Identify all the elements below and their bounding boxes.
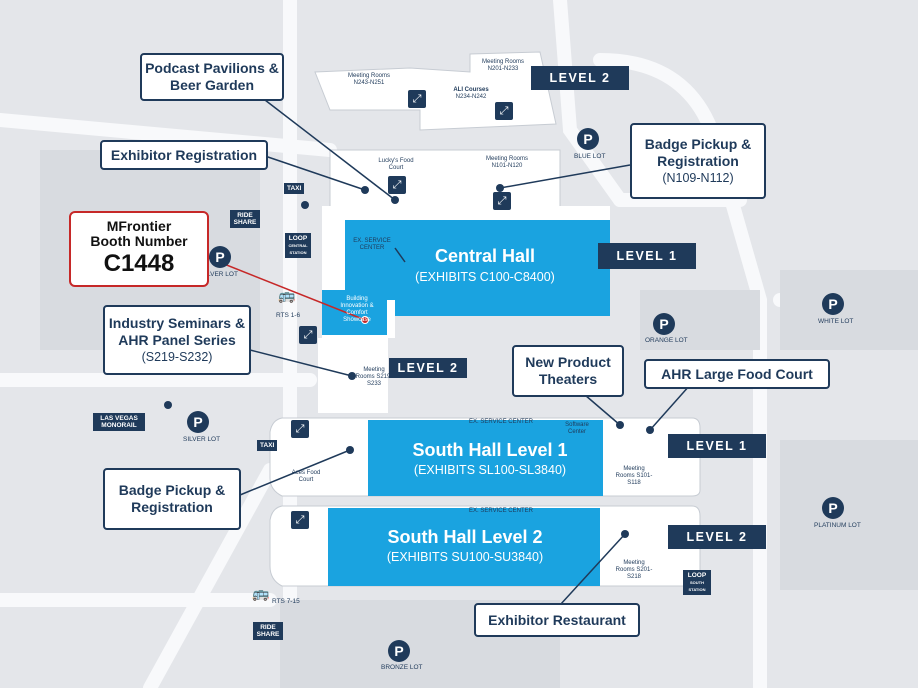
exhibitor-registration-title: Exhibitor Registration — [110, 146, 258, 163]
restaurant-title: Exhibitor Restaurant — [488, 611, 626, 628]
exhibitor-registration-callout: Exhibitor Registration — [100, 140, 268, 170]
escalator-icon: ⤢ — [388, 176, 406, 194]
booth-label: Booth Number — [90, 233, 188, 249]
south-hall-2 — [269, 505, 701, 587]
mr-n101-label: Meeting Rooms N101-N120 — [485, 156, 529, 169]
white-lot-label: WHITE LOT — [818, 318, 854, 325]
orange-lot-label: ORANGE LOT — [645, 337, 688, 344]
mr-s101-label: Meeting Rooms S101-S118 — [615, 466, 653, 486]
booth-marker — [361, 316, 369, 324]
podcast-callout: Podcast Pavilions & Beer Garden — [140, 53, 284, 101]
level-tag-west-2: LEVEL 2 — [389, 358, 467, 378]
industry-sub: (S219-S232) — [141, 349, 213, 364]
bus-icon-north: 🚌 — [278, 287, 296, 303]
south-hall-1-sub: (EXHIBITS SL100-SL3840) — [413, 463, 567, 477]
bronze-lot-label: BRONZE LOT — [381, 664, 423, 671]
monorail-sign: LAS VEGAS MONORAIL — [93, 413, 145, 431]
booth-pointer-line — [208, 257, 366, 321]
mr-s201-label: Meeting Rooms S201-S218 — [615, 560, 653, 580]
silver-south-label: SILVER LOT — [183, 436, 221, 443]
badge-south-callout: Badge Pickup & Registration — [103, 468, 241, 530]
podcast-title: Podcast Pavilions & Beer Garden — [145, 60, 279, 93]
restaurant-callout: Exhibitor Restaurant — [474, 603, 640, 637]
loop-south-station: SOUTH STATION — [688, 580, 706, 592]
south-hall-1 — [269, 417, 701, 497]
rts-north-label: RTS 1-6 — [276, 312, 301, 319]
ali-title: ALI Courses — [453, 87, 489, 93]
dots — [164, 184, 654, 538]
level-tag-south-1: LEVEL 1 — [668, 434, 766, 458]
escalator-icon: ⤢ — [495, 102, 513, 120]
silver-north-label: LVER LOT — [207, 271, 238, 278]
escalator-icon: ⤢ — [408, 90, 426, 108]
badge-north-sub: (N109-N112) — [662, 170, 734, 185]
software-label: Software Center — [565, 422, 589, 435]
booth-number: C1448 — [103, 250, 175, 277]
taxi-sign-south: TAXI — [257, 440, 278, 451]
new-product-callout: New Product Theaters — [512, 345, 624, 397]
parking-icon-silver-north: P — [209, 246, 231, 268]
parking-icon-platinum: P — [822, 497, 844, 519]
ride-share-sign-north: RIDE SHARE — [230, 210, 260, 228]
platinum-lot-label: PLATINUM LOT — [814, 522, 861, 529]
parking-icon-blue: P — [577, 128, 599, 150]
loop-south-title: LOOP — [687, 572, 707, 579]
level-tag-south-2: LEVEL 2 — [668, 525, 766, 549]
ali-rooms: N234-N242 — [455, 94, 487, 100]
food-court-title: AHR Large Food Court — [661, 365, 813, 382]
leader-lines — [239, 99, 691, 606]
luckys-label: Lucky's Food Court — [378, 158, 414, 171]
ex-service-central-label: EX. SERVICE CENTER — [353, 238, 391, 251]
escalator-icon: ⤢ — [493, 192, 511, 210]
south-hall-2-title: South Hall Level 2 — [387, 527, 543, 547]
blue-lot-label: BLUE LOT — [574, 153, 606, 160]
ex-service-s1-label: EX. SERVICE CENTER — [469, 419, 533, 425]
escalator-icon: ⤢ — [299, 326, 317, 344]
central-hall — [322, 206, 610, 338]
mr-s219-label: Meeting Rooms S219-S233 — [355, 367, 393, 387]
central-hall-title: Central Hall — [434, 246, 536, 266]
escalator-icon: ⤢ — [291, 420, 309, 438]
rts-south-label: RTS 7-15 — [272, 598, 300, 605]
industry-title: Industry Seminars & AHR Panel Series — [108, 314, 246, 348]
bus-icon-south: 🚌 — [252, 585, 270, 601]
level-tag-north-2: LEVEL 2 — [531, 66, 629, 90]
new-product-title: New Product Theaters — [525, 354, 611, 387]
south-hall-2-sub: (EXHIBITS SU100-SU3840) — [386, 550, 544, 564]
parking-icon-orange: P — [653, 313, 675, 335]
industry-callout: Industry Seminars & AHR Panel Series(S21… — [103, 305, 251, 375]
ride-share-sign-south: RIDE SHARE — [253, 622, 283, 640]
loop-central-station: CENTRAL STATION — [288, 243, 308, 255]
badge-north-title: Badge Pickup & Registration — [644, 135, 752, 169]
badge-north-callout: Badge Pickup & Registration(N109-N112) — [630, 123, 766, 199]
loop-central-title: LOOP — [288, 235, 308, 242]
escalator-icon: ⤢ — [291, 511, 309, 529]
taxi-sign-north: TAXI — [284, 183, 305, 194]
food-court-callout: AHR Large Food Court — [644, 359, 830, 389]
central-hall-sub: (EXHIBITS C100-C8400) — [415, 270, 555, 284]
parking-icon-bronze: P — [388, 640, 410, 662]
booth-callout: MFrontier Booth Number C1448 — [69, 211, 209, 287]
mr-n243-label: Meeting Rooms N243-N251 — [347, 73, 391, 86]
ex-service-s2-label: EX. SERVICE CENTER — [469, 508, 533, 514]
bldg-label: Building Innovation & Comfort Showcase — [340, 296, 374, 323]
badge-south-title: Badge Pickup & Registration — [118, 482, 226, 515]
booth-company: MFrontier — [106, 218, 172, 234]
parking-icon-silver-south: P — [187, 411, 209, 433]
parking-icon-white: P — [822, 293, 844, 315]
level-tag-central-1: LEVEL 1 — [598, 243, 696, 269]
aces-label: Aces Food Court — [291, 470, 321, 483]
south-hall-1-title: South Hall Level 1 — [412, 440, 568, 460]
mr-n201-label: Meeting Rooms N201-N233 — [481, 59, 525, 72]
